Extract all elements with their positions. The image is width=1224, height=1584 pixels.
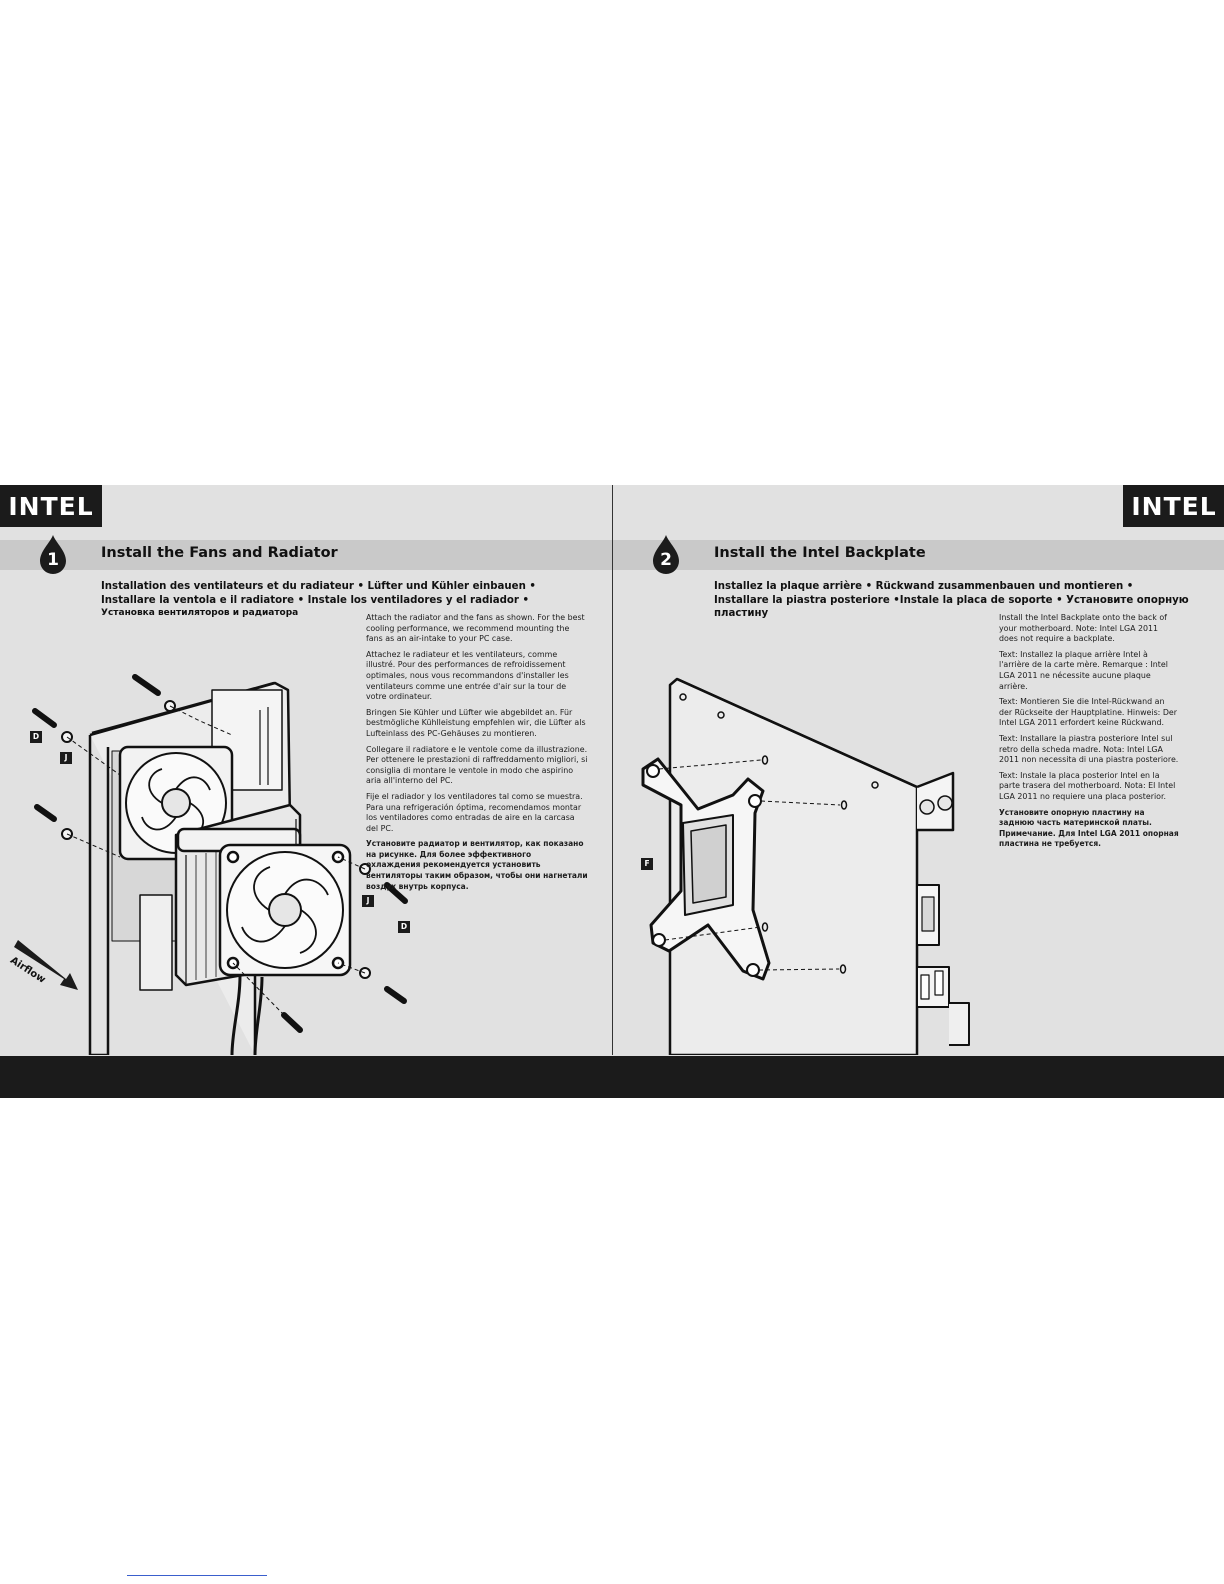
title-band bbox=[0, 540, 612, 570]
subtitle-line: Installare la piastra posteriore •Instal… bbox=[714, 594, 1189, 620]
paragraph-it: Text: Installare la piastra posteriore I… bbox=[999, 733, 1179, 765]
step-subtitles: Installez la plaque arrière • Rückwand z… bbox=[714, 580, 1214, 621]
callout-f: F bbox=[641, 858, 653, 870]
paragraph-ru: Установите опорную пластину на заднюю ча… bbox=[999, 807, 1179, 849]
paragraph-en: Install the Intel Backplate onto the bac… bbox=[999, 613, 1167, 644]
paragraph-de: Bringen Sie Kühler und Lüfter wie abgebi… bbox=[366, 707, 586, 738]
paragraph-it: Collegare il radiatore e le ventole come… bbox=[366, 744, 588, 786]
callout-j: J bbox=[362, 895, 374, 907]
link-underline[interactable] bbox=[127, 1575, 267, 1576]
callout-j: J bbox=[60, 752, 72, 764]
step-title: Install the Fans and Radiator bbox=[101, 545, 338, 561]
step-drop-icon: 1 bbox=[36, 533, 70, 577]
instruction-text: Install the Intel Backplate onto the bac… bbox=[999, 613, 1179, 855]
paragraph-en: Attach the radiator and the fans as show… bbox=[366, 613, 585, 644]
manual-spread: INTEL 1 Install the Fans and Radiator In… bbox=[0, 485, 1224, 1098]
subtitle-line: Installation des ventilateurs et du radi… bbox=[101, 581, 536, 592]
footer-bar bbox=[0, 1056, 1224, 1098]
subtitle-line: Installez la plaque arrière • Rückwand z… bbox=[714, 581, 1134, 592]
instruction-text: Attach the radiator and the fans as show… bbox=[366, 613, 588, 897]
backplate-illustration bbox=[641, 677, 970, 1055]
paragraph-fr: Text: Installez la plaque arrière Intel … bbox=[999, 649, 1168, 691]
step-title: Install the Intel Backplate bbox=[714, 545, 926, 561]
page-step-1: INTEL 1 Install the Fans and Radiator In… bbox=[0, 485, 612, 1055]
paragraph-ru: Установите радиатор и вентилятор, как по… bbox=[366, 839, 588, 891]
paragraph-es: Text: Instale la placa posterior Intel e… bbox=[999, 770, 1176, 801]
step-subtitles: Installation des ventilateurs et du radi… bbox=[101, 580, 601, 621]
callout-d: D bbox=[30, 731, 42, 743]
step-drop-icon: 2 bbox=[649, 533, 683, 577]
intel-tag: INTEL bbox=[1123, 485, 1224, 527]
fan-radiator-illustration bbox=[14, 674, 408, 1055]
intel-tag: INTEL bbox=[0, 485, 102, 527]
page-divider bbox=[612, 485, 613, 1055]
step-number: 2 bbox=[660, 550, 672, 570]
subtitle-line: Installare la ventola e il radiatore • I… bbox=[101, 594, 529, 606]
paragraph-fr: Attachez le radiateur et les ventilateur… bbox=[366, 649, 569, 702]
paragraph-es: Fije el radiador y los ventiladores tal … bbox=[366, 791, 583, 833]
paragraph-de: Text: Montieren Sie die Intel-Rückwand a… bbox=[999, 697, 1178, 728]
step-number: 1 bbox=[47, 550, 59, 570]
callout-d: D bbox=[398, 921, 410, 933]
title-band bbox=[613, 540, 1224, 570]
subtitle-line: Установка вентиляторов и радиатора bbox=[101, 608, 299, 618]
page-step-2: INTEL 2 Install the Intel Backplate Inst… bbox=[613, 485, 1224, 1055]
